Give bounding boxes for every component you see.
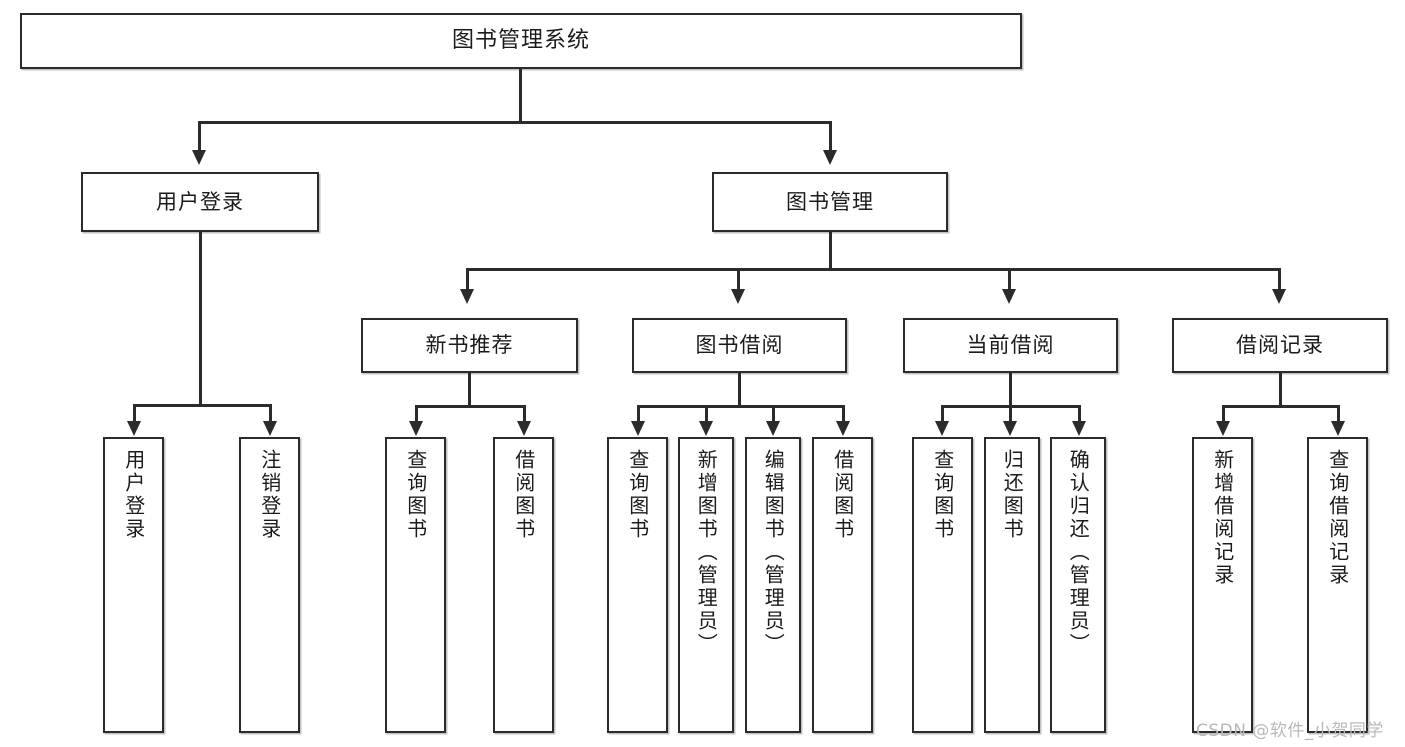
arrowhead-book-borrow-leaf-3 (766, 421, 780, 436)
node-book-borrowing[interactable]: 图书借阅 (632, 318, 847, 373)
connector-current-borrow-stem (1009, 373, 1012, 407)
node-user-login[interactable]: 用户登录 (81, 172, 319, 232)
connector-book-borrow-to-leaf-1 (637, 405, 640, 424)
node-label: 用户登录 (156, 189, 244, 214)
arrowhead-user-login-leaf-1 (127, 421, 141, 436)
arrowhead-user-login-leaf-2 (263, 421, 277, 436)
leaf-borrow-book[interactable]: 借阅图书 (812, 437, 873, 733)
node-label: 注销登录 (257, 449, 282, 541)
connector-book-mgmt-stem (829, 232, 832, 270)
node-label: 新增借阅记录 (1210, 449, 1235, 587)
connector-user-login-to-leaf-2 (269, 404, 272, 424)
leaf-user-login[interactable]: 用户登录 (103, 437, 164, 733)
leaf-return-book[interactable]: 归还图书 (984, 437, 1040, 733)
leaf-logout[interactable]: 注销登录 (239, 437, 300, 733)
connector-current-borrow-to-leaf-2 (1009, 405, 1012, 424)
node-label: 查询借阅记录 (1325, 449, 1350, 587)
connector-borrow-record-stem (1279, 373, 1282, 407)
leaf-query-book-borrow[interactable]: 查询图书 (607, 437, 668, 733)
connector-book-borrow-to-leaf-3 (772, 405, 775, 424)
node-label: 查询图书 (930, 449, 955, 541)
connector-user-login-stem (199, 232, 202, 406)
connector-book-borrow-bus (637, 405, 842, 408)
connector-new-book-to-leaf-2 (523, 405, 526, 424)
arrowhead-book-borrow-leaf-4 (836, 421, 850, 436)
connector-book-mgmt-to-current-borrow (1008, 268, 1011, 292)
arrowhead-current-borrow-leaf-3 (1072, 421, 1086, 436)
arrowhead-root-to-book-mgmt (823, 150, 837, 165)
leaf-borrow-book-new[interactable]: 借阅图书 (493, 437, 554, 733)
connector-book-borrow-to-leaf-4 (842, 405, 845, 424)
arrowhead-book-borrow-leaf-1 (631, 421, 645, 436)
node-label: 确认归还（管理员） (1066, 449, 1091, 656)
connector-current-borrow-to-leaf-3 (1078, 405, 1081, 424)
node-label: 查询图书 (625, 449, 650, 541)
arrowhead-book-mgmt-book-borrow (731, 289, 745, 304)
node-current-borrowing[interactable]: 当前借阅 (903, 318, 1118, 373)
arrowhead-new-book-leaf-1 (409, 421, 423, 436)
node-new-book-recommendation[interactable]: 新书推荐 (361, 318, 578, 373)
arrowhead-current-borrow-leaf-1 (935, 421, 949, 436)
leaf-edit-book-admin[interactable]: 编辑图书（管理员） (745, 437, 801, 733)
connector-book-borrow-stem (738, 373, 741, 407)
connector-book-mgmt-to-borrow-record (1278, 268, 1281, 292)
connector-book-mgmt-bus (466, 268, 1280, 271)
node-label: 归还图书 (1000, 449, 1025, 541)
node-label: 图书管理 (786, 189, 874, 214)
arrowhead-borrow-record-leaf-1 (1216, 421, 1230, 436)
arrowhead-book-mgmt-borrow-record (1272, 289, 1286, 304)
connector-book-mgmt-to-book-borrow (737, 268, 740, 292)
connector-root-to-user-login (198, 121, 201, 153)
arrowhead-current-borrow-leaf-2 (1003, 421, 1017, 436)
arrowhead-new-book-leaf-2 (517, 421, 531, 436)
leaf-add-book-admin[interactable]: 新增图书（管理员） (678, 437, 734, 733)
connector-root-to-book-mgmt (829, 121, 832, 153)
watermark-text: CSDN @软件_小贺同学 (1196, 721, 1384, 741)
leaf-query-book-current[interactable]: 查询图书 (912, 437, 973, 733)
node-book-management[interactable]: 图书管理 (712, 172, 948, 232)
arrowhead-root-to-user-login (192, 150, 206, 165)
arrowhead-book-mgmt-new-book (460, 289, 474, 304)
node-label: 借阅图书 (511, 449, 536, 541)
connector-user-login-bus (133, 404, 269, 407)
connector-new-book-to-leaf-1 (415, 405, 418, 424)
node-label: 当前借阅 (966, 333, 1055, 358)
node-label: 查询图书 (403, 449, 428, 541)
connector-root-bus (198, 121, 832, 124)
node-label: 新增图书（管理员） (694, 449, 719, 656)
node-borrow-records[interactable]: 借阅记录 (1172, 318, 1388, 373)
arrowhead-book-mgmt-current-borrow (1002, 289, 1016, 304)
node-label: 图书借阅 (695, 333, 784, 358)
node-root-system[interactable]: 图书管理系统 (20, 13, 1022, 69)
leaf-confirm-return-admin[interactable]: 确认归还（管理员） (1050, 437, 1106, 733)
connector-borrow-record-to-leaf-1 (1222, 405, 1225, 424)
connector-new-book-bus (415, 405, 523, 408)
leaf-query-book-new[interactable]: 查询图书 (385, 437, 446, 733)
node-label: 用户登录 (121, 449, 146, 541)
connector-borrow-record-bus (1222, 405, 1337, 408)
node-label: 借阅记录 (1236, 333, 1324, 358)
node-label: 编辑图书（管理员） (761, 449, 786, 656)
connector-book-mgmt-to-new-book (466, 268, 469, 292)
leaf-add-borrow-record[interactable]: 新增借阅记录 (1192, 437, 1253, 733)
node-label: 图书管理系统 (451, 28, 590, 54)
connector-borrow-record-to-leaf-2 (1337, 405, 1340, 424)
leaf-query-borrow-record[interactable]: 查询借阅记录 (1307, 437, 1368, 733)
connector-book-borrow-to-leaf-2 (705, 405, 708, 424)
node-label: 借阅图书 (830, 449, 855, 541)
connector-root-stem (519, 69, 522, 123)
node-label: 新书推荐 (425, 333, 514, 358)
arrowhead-borrow-record-leaf-2 (1331, 421, 1345, 436)
connector-new-book-stem (468, 373, 471, 407)
arrowhead-book-borrow-leaf-2 (699, 421, 713, 436)
connector-current-borrow-to-leaf-1 (941, 405, 944, 424)
connector-user-login-to-leaf-1 (133, 404, 136, 424)
